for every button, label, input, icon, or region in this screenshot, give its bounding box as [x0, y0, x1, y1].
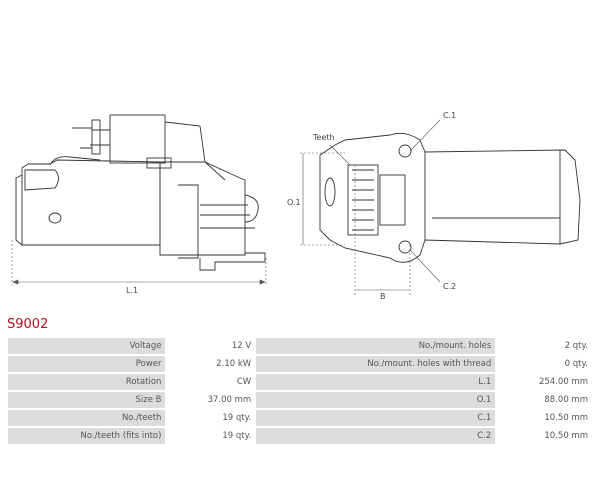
spec-value: 2 qty.	[496, 338, 592, 354]
spec-label: O.1	[256, 392, 496, 408]
l1-dimension	[11, 240, 267, 285]
teeth-label: Teeth	[312, 133, 335, 142]
product-code: S9002	[7, 317, 49, 332]
starter-motor-diagram: L.1 O.1 B C.1 C.2 Teeth	[11, 111, 581, 301]
c2-label: C.2	[443, 282, 456, 291]
o1-label: O.1	[287, 198, 301, 207]
spec-label: C.1	[256, 410, 496, 426]
spec-value: 10.50 mm	[496, 410, 592, 426]
spec-value: 2.10 kW	[166, 356, 256, 372]
spec-value: 0 qty.	[496, 356, 592, 372]
spec-value: 254.00 mm	[496, 374, 592, 390]
spec-value: 12 V	[166, 338, 256, 354]
l1-label: L.1	[126, 286, 138, 295]
spec-label: L.1	[256, 374, 496, 390]
spec-label: Size B	[8, 392, 166, 408]
b-label: B	[380, 292, 386, 301]
spec-value: 10.50 mm	[496, 428, 592, 444]
spec-label: Power	[8, 356, 166, 372]
spec-value: 19 qty.	[166, 410, 256, 426]
c1-label: C.1	[443, 111, 456, 120]
front-dimensions	[300, 119, 441, 295]
spec-label: No./teeth (fits into)	[8, 428, 166, 444]
spec-value: CW	[166, 374, 256, 390]
front-view	[319, 132, 581, 263]
spec-value: 37.00 mm	[166, 392, 256, 408]
spec-label: No./teeth	[8, 410, 166, 426]
side-view	[15, 114, 266, 271]
spec-value: 88.00 mm	[496, 392, 592, 408]
spec-label: No./mount. holes with thread	[256, 356, 496, 372]
spec-label: Voltage	[8, 338, 166, 354]
spec-value: 19 qty.	[166, 428, 256, 444]
spec-label: Rotation	[8, 374, 166, 390]
spec-label: No./mount. holes	[256, 338, 496, 354]
spec-label: C.2	[256, 428, 496, 444]
